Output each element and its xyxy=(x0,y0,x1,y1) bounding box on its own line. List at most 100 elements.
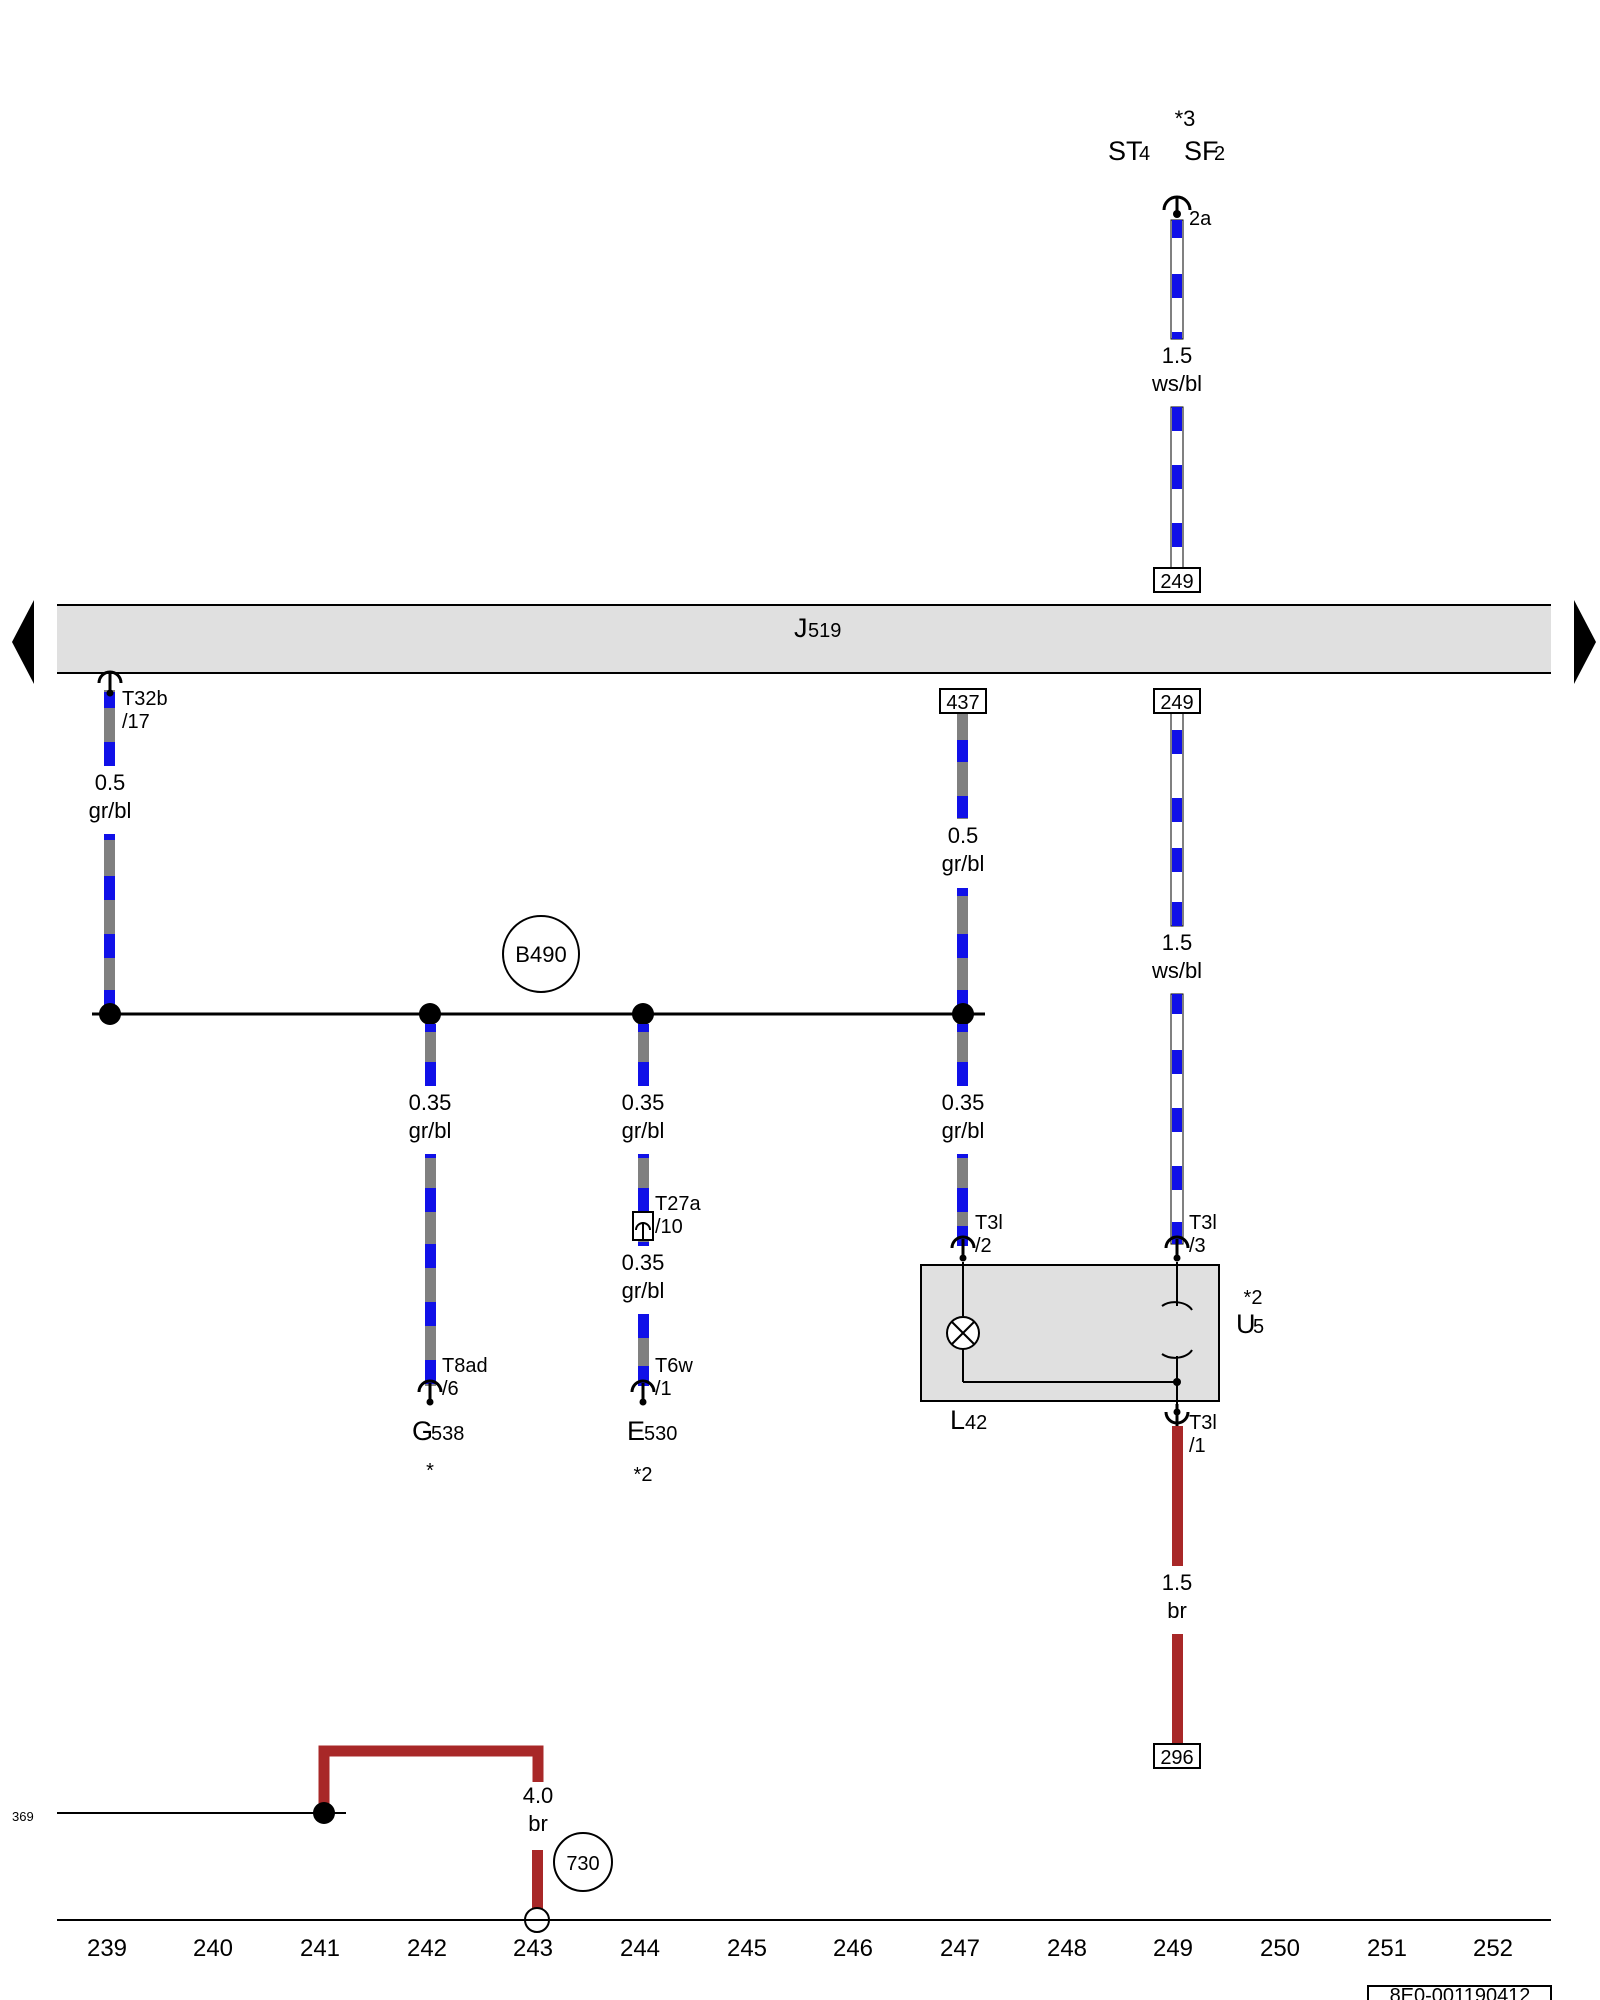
wire-249-lower-size: 1.5 xyxy=(1162,930,1193,955)
st-sub: 4 xyxy=(1139,143,1150,165)
t8ad-plug-icon xyxy=(417,1379,443,1407)
t3l-2-pin: /2 xyxy=(975,1235,992,1257)
component-g538: G 538 * xyxy=(412,1416,464,1482)
fuse-carrier: *3 ST 4 SF 2 2a xyxy=(1108,106,1225,230)
component-e530: E 530 *2 xyxy=(627,1416,677,1486)
u5-name: U xyxy=(1236,1309,1256,1339)
wire-g538: 0.35 gr/bl xyxy=(409,1024,452,1386)
svg-text:538: 538 xyxy=(431,1423,464,1445)
svg-text:249: 249 xyxy=(1160,692,1193,714)
t8ad-name: T8ad xyxy=(442,1355,488,1377)
junction-dot xyxy=(419,1003,441,1025)
ref-249-bottom[interactable]: 249 xyxy=(1153,688,1201,714)
t27a-pin: /10 xyxy=(655,1216,683,1238)
t3l-3-plug-icon xyxy=(1164,1235,1190,1263)
ref-437[interactable]: 437 xyxy=(939,688,987,714)
wire-brown-296-size: 1.5 xyxy=(1162,1570,1193,1595)
socket-icon xyxy=(1161,1301,1193,1311)
t3l-1-pin: /1 xyxy=(1189,1435,1206,1457)
scale-number: 252 xyxy=(1473,1935,1513,1962)
svg-text:42: 42 xyxy=(965,1412,987,1434)
page-forward-arrow[interactable] xyxy=(1574,600,1596,684)
svg-text:296: 296 xyxy=(1160,1747,1193,1769)
wire-brown-296: 1.5 br xyxy=(1162,1426,1193,1744)
junction-dot xyxy=(632,1003,654,1025)
sf-label: SF xyxy=(1184,136,1219,166)
wire-249-lower-color: ws/bl xyxy=(1151,958,1202,983)
scale-number: 242 xyxy=(407,1935,447,1962)
t32b-name: T32b xyxy=(122,688,168,710)
wire-e530-color-a: gr/bl xyxy=(622,1118,665,1143)
ref-249-top[interactable]: 249 xyxy=(1153,567,1201,593)
st-label: ST xyxy=(1108,136,1143,166)
scale-number: 240 xyxy=(193,1935,233,1962)
t3l-2-plug-icon xyxy=(950,1235,976,1263)
sf-sub: 2 xyxy=(1214,143,1225,165)
component-u5: *2 U 5 xyxy=(920,1262,1264,1416)
document-id: 8E0-001190412 xyxy=(1367,1985,1552,2000)
junction-dot xyxy=(952,1003,974,1025)
page-back-arrow[interactable] xyxy=(12,600,34,684)
scale-number: 243 xyxy=(513,1935,553,1962)
wire-437-size: 0.5 xyxy=(948,823,979,848)
current-track-scale: 239 240 241 242 243 244 245 246 247 248 … xyxy=(87,1935,1513,1962)
wire-brown-296-color: br xyxy=(1167,1598,1187,1623)
wire-e530-size-b: 0.35 xyxy=(622,1250,665,1275)
wire-l42-color: gr/bl xyxy=(942,1118,985,1143)
svg-text:E: E xyxy=(627,1416,645,1446)
wire-g538-color: gr/bl xyxy=(409,1118,452,1143)
wire-t32b: 0.5 gr/bl xyxy=(89,690,132,1014)
wire-249-top-color: ws/bl xyxy=(1151,371,1202,396)
sf2-pin: 2a xyxy=(1189,208,1212,230)
wire-brown-ground-color: br xyxy=(528,1811,548,1836)
svg-text:530: 530 xyxy=(644,1423,677,1445)
scale-number: 249 xyxy=(1153,1935,1193,1962)
svg-text:*: * xyxy=(426,1460,434,1482)
u5-note: *2 xyxy=(1244,1287,1263,1309)
scale-number: 251 xyxy=(1367,1935,1407,1962)
svg-text:G: G xyxy=(412,1416,433,1446)
b490-label: B490 xyxy=(515,942,566,967)
svg-text:249: 249 xyxy=(1160,571,1193,593)
junction-dot xyxy=(99,1003,121,1025)
t32b-pin: /17 xyxy=(122,711,150,733)
wire-249-top: 1.5 ws/bl xyxy=(1151,219,1202,581)
wire-249-lower: 1.5 ws/bl xyxy=(1151,709,1202,1245)
t27a-connector-icon xyxy=(632,1211,654,1241)
scale-number: 245 xyxy=(727,1935,767,1962)
svg-text:*2: *2 xyxy=(634,1464,653,1486)
t6w-plug-icon xyxy=(630,1379,656,1407)
t8ad-pin: /6 xyxy=(442,1378,459,1400)
svg-text:437: 437 xyxy=(946,692,979,714)
wire-l42-size: 0.35 xyxy=(942,1090,985,1115)
wire-437-color: gr/bl xyxy=(942,851,985,876)
svg-text:8E0-001190412: 8E0-001190412 xyxy=(1390,1985,1531,2000)
scale-number: 250 xyxy=(1260,1935,1300,1962)
scale-number: 247 xyxy=(940,1935,980,1962)
t3l-3-name: T3l xyxy=(1189,1212,1217,1234)
ref-296[interactable]: 296 xyxy=(1153,1743,1201,1769)
t3l-1-plug-icon xyxy=(1164,1404,1190,1426)
junction-dot xyxy=(313,1802,335,1824)
t32b-plug-icon xyxy=(97,670,123,698)
scale-number: 239 xyxy=(87,1935,127,1962)
wire-l42: 0.35 gr/bl xyxy=(942,1024,985,1246)
scale-number: 244 xyxy=(620,1935,660,1962)
t27a-name: T27a xyxy=(655,1193,701,1215)
wire-249-top-size: 1.5 xyxy=(1162,343,1193,368)
scale-number: 241 xyxy=(300,1935,340,1962)
control-unit-j519: J 519 xyxy=(57,604,1551,674)
scale-number: 248 xyxy=(1047,1935,1087,1962)
wire-e530-color-b: gr/bl xyxy=(622,1278,665,1303)
ref-369[interactable]: 369 xyxy=(12,1809,34,1824)
ground-connection: 369 4.0 br 730 xyxy=(12,1745,613,1933)
t3l-2-name: T3l xyxy=(975,1212,1003,1234)
wire-t32b-size: 0.5 xyxy=(95,770,126,795)
j519-name: J xyxy=(794,613,808,643)
fuse-note: *3 xyxy=(1175,106,1196,131)
sf2-pin-plug-icon xyxy=(1162,195,1192,218)
wire-t32b-color: gr/bl xyxy=(89,798,132,823)
splice-b490: B490 xyxy=(92,915,985,1025)
t3l-1-name: T3l xyxy=(1189,1412,1217,1434)
